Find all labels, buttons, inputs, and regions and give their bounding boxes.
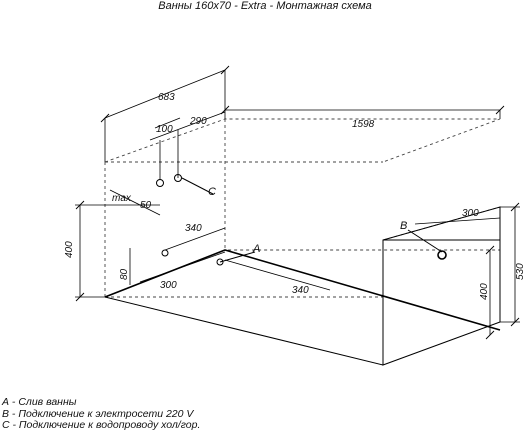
dim-300-lower: 300 bbox=[160, 280, 177, 291]
hot-water-connection bbox=[174, 174, 182, 182]
dim-683: 683 bbox=[158, 92, 175, 103]
marker-a: A bbox=[252, 243, 260, 255]
cold-water-connection bbox=[156, 179, 164, 187]
legend-item-a: А - Слив ванны bbox=[2, 396, 77, 408]
dim-50: 50 bbox=[140, 200, 152, 211]
dim-400-left: 400 bbox=[64, 241, 75, 258]
drain-outlet bbox=[161, 249, 169, 257]
connection-points bbox=[156, 174, 447, 266]
dim-400-right: 400 bbox=[479, 283, 490, 300]
legend-item-b: В - Подключение к электросети 220 V bbox=[2, 407, 194, 420]
legend-item-c: С - Подключение к водопроводу хол/гор. bbox=[2, 419, 201, 431]
diagram-title: Ванны 160х70 - Extra - Монтажная схема bbox=[158, 0, 372, 12]
marker-b: B bbox=[400, 220, 407, 232]
dim-340-lower: 340 bbox=[292, 285, 309, 296]
power-connection bbox=[437, 250, 447, 260]
hidden-edges bbox=[104, 118, 501, 298]
dim-80: 80 bbox=[119, 268, 130, 280]
dimension-labels: 683 1598 290 100 max 50 340 300 340 300 … bbox=[64, 92, 526, 300]
dim-290: 290 bbox=[189, 116, 207, 127]
dim-530: 530 bbox=[515, 263, 526, 280]
dim-340-upper: 340 bbox=[185, 223, 202, 234]
dimension-ticks bbox=[75, 65, 520, 340]
drain-point bbox=[216, 258, 224, 266]
extension-lines bbox=[75, 69, 520, 335]
markers: A B C bbox=[208, 186, 407, 255]
dim-1598: 1598 bbox=[352, 119, 375, 130]
legend: А - Слив ванны В - Подключение к электро… bbox=[2, 396, 201, 432]
dim-100: 100 bbox=[156, 124, 173, 135]
marker-c: C bbox=[208, 186, 216, 198]
dim-max: max bbox=[112, 193, 132, 204]
dim-300-right: 300 bbox=[462, 208, 479, 219]
